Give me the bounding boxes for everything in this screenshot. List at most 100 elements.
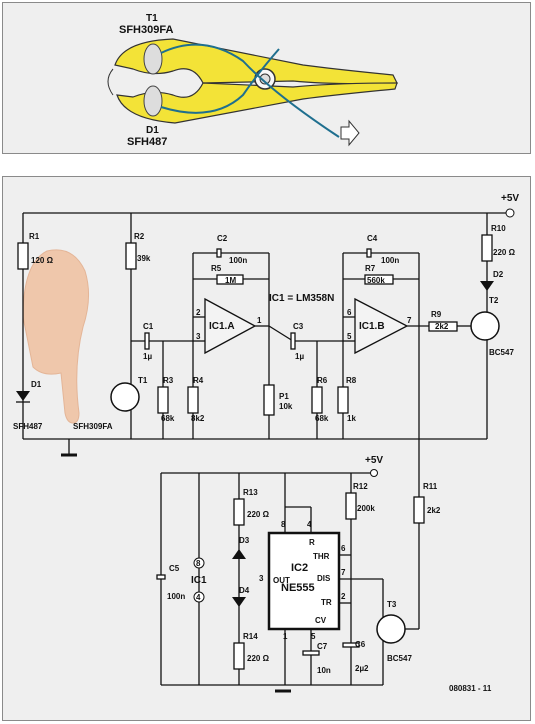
- svg-text:BC547: BC547: [387, 654, 412, 663]
- capacitor-c3: [290, 332, 296, 350]
- svg-text:68k: 68k: [315, 414, 329, 423]
- clothespin-illustration-panel: T1 SFH309FA D1 SFH487: [2, 2, 531, 154]
- svg-text:R6: R6: [317, 376, 328, 385]
- led-d3-icon: [232, 549, 246, 559]
- svg-text:2k2: 2k2: [435, 322, 449, 331]
- svg-text:3: 3: [259, 574, 264, 583]
- resistor-r12: [345, 492, 357, 520]
- svg-text:D3: D3: [239, 536, 250, 545]
- svg-text:7: 7: [407, 316, 412, 325]
- svg-text:D2: D2: [493, 270, 504, 279]
- svg-text:IC1.B: IC1.B: [359, 321, 385, 332]
- svg-text:10k: 10k: [279, 402, 293, 411]
- svg-text:5: 5: [311, 632, 316, 641]
- svg-text:2k2: 2k2: [427, 506, 441, 515]
- resistor-r4: [187, 386, 199, 414]
- svg-text:39k: 39k: [137, 254, 151, 263]
- resistor-r3: [157, 386, 169, 414]
- t1-part-label: SFH309FA: [119, 24, 173, 36]
- svg-text:1µ: 1µ: [143, 352, 152, 361]
- svg-text:R7: R7: [365, 264, 376, 273]
- led-d4-icon: [232, 597, 246, 607]
- capacitor-c1: [144, 332, 150, 350]
- svg-text:D4: D4: [239, 586, 250, 595]
- svg-text:C6: C6: [355, 640, 366, 649]
- svg-text:DIS: DIS: [317, 574, 331, 583]
- resistor-r11: [413, 496, 425, 524]
- svg-text:5: 5: [347, 332, 352, 341]
- svg-text:10n: 10n: [317, 666, 331, 675]
- svg-text:R9: R9: [431, 310, 442, 319]
- resistor-r14: [233, 642, 245, 670]
- svg-text:R12: R12: [353, 482, 368, 491]
- svg-text:100n: 100n: [229, 256, 247, 265]
- svg-text:T1: T1: [138, 376, 148, 385]
- transistor-t3-icon: [376, 614, 406, 644]
- t1-label: T1: [146, 13, 158, 24]
- svg-text:1: 1: [257, 316, 262, 325]
- svg-text:7: 7: [341, 568, 346, 577]
- svg-text:R11: R11: [423, 482, 438, 491]
- resistor-r6: [311, 386, 323, 414]
- svg-text:R8: R8: [346, 376, 357, 385]
- phototransistor-t1-icon: [110, 382, 140, 412]
- svg-text:R: R: [309, 538, 315, 547]
- capacitor-c7: [302, 650, 320, 656]
- svg-text:T2: T2: [489, 296, 499, 305]
- svg-text:R4: R4: [193, 376, 204, 385]
- potentiometer-p1: [263, 384, 275, 416]
- svg-text:R3: R3: [163, 376, 174, 385]
- svg-text:68k: 68k: [161, 414, 175, 423]
- svg-text:2: 2: [341, 592, 346, 601]
- capacitor-c2: [216, 248, 222, 258]
- svg-text:C7: C7: [317, 642, 328, 651]
- resistor-r10: [481, 234, 493, 262]
- svg-text:BC547: BC547: [489, 348, 514, 357]
- svg-text:2µ2: 2µ2: [355, 664, 369, 673]
- svg-text:R13: R13: [243, 488, 258, 497]
- svg-text:R2: R2: [134, 232, 145, 241]
- supply-label: +5V: [501, 193, 519, 204]
- svg-text:220 Ω: 220 Ω: [493, 248, 516, 257]
- capacitor-c4: [366, 248, 372, 258]
- d1-label: D1: [146, 125, 159, 136]
- transistor-t2-icon: [470, 311, 500, 341]
- svg-text:C4: C4: [367, 234, 378, 243]
- phototransistor-t1: [143, 43, 163, 75]
- svg-text:TR: TR: [321, 598, 332, 607]
- d1-part-label: SFH487: [127, 136, 167, 148]
- resistor-r5: [216, 274, 244, 285]
- circuit-schematic: +5V R1 120 Ω D1 SFH487 R2 39k T1 SFH309F…: [13, 193, 519, 693]
- svg-text:220 Ω: 220 Ω: [247, 510, 270, 519]
- svg-text:NE555: NE555: [281, 582, 315, 594]
- svg-text:SFH487: SFH487: [13, 422, 43, 431]
- svg-text:1M: 1M: [225, 276, 236, 285]
- svg-text:R10: R10: [491, 224, 506, 233]
- led-d1-icon: [16, 391, 30, 401]
- led-d2-icon: [480, 281, 494, 291]
- ne555-chip: [267, 531, 341, 631]
- resistor-r8: [337, 386, 349, 414]
- capacitor-c5: [156, 574, 166, 580]
- ir-led-d1: [143, 85, 163, 117]
- svg-text:OUT: OUT: [273, 576, 290, 585]
- svg-text:8: 8: [196, 559, 201, 568]
- svg-text:IC2: IC2: [291, 562, 308, 574]
- finger-illustration: [22, 249, 89, 424]
- svg-text:220 Ω: 220 Ω: [247, 654, 270, 663]
- ic-note: IC1 = LM358N: [269, 293, 334, 304]
- resistor-r2: [125, 242, 137, 270]
- circuit-schematic-panel: +5V R1 120 Ω D1 SFH487 R2 39k T1 SFH309F…: [2, 176, 531, 721]
- svg-text:1k: 1k: [347, 414, 356, 423]
- svg-text:R14: R14: [243, 632, 258, 641]
- svg-text:200k: 200k: [357, 504, 375, 513]
- svg-text:4: 4: [196, 593, 201, 602]
- svg-text:P1: P1: [279, 392, 289, 401]
- output-arrow-icon: [340, 119, 360, 147]
- svg-text:IC1: IC1: [191, 575, 207, 586]
- svg-text:560k: 560k: [367, 276, 385, 285]
- clamp-arrow: [107, 68, 114, 96]
- svg-text:R1: R1: [29, 232, 40, 241]
- svg-text:100n: 100n: [381, 256, 399, 265]
- capacitor-c6: [342, 642, 360, 648]
